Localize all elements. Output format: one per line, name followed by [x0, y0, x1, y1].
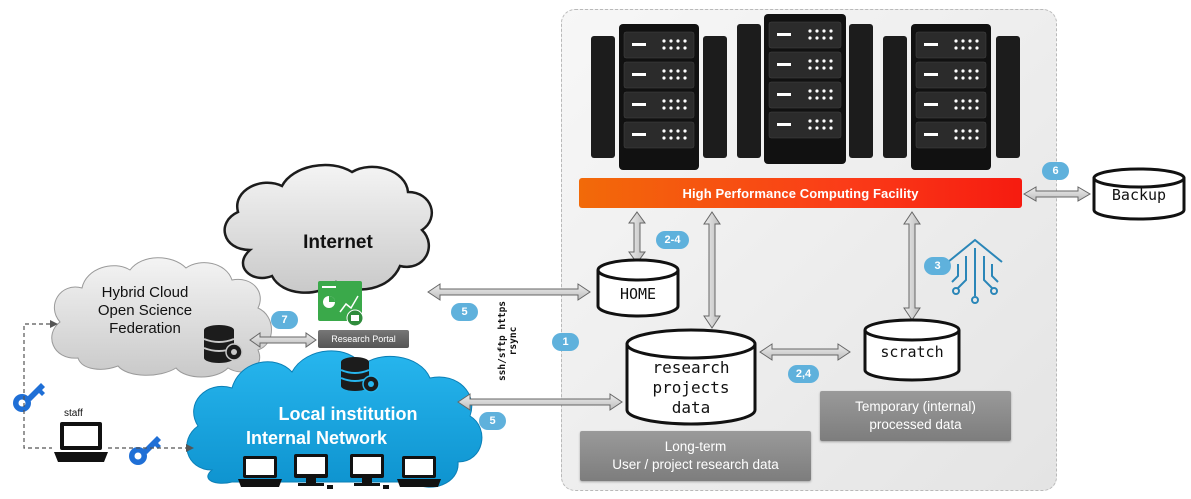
staff-label: staff: [64, 408, 83, 419]
server-rack-icon: [591, 14, 1020, 170]
desktop-icon: [350, 454, 389, 489]
scratch-storage-cylinder: [863, 318, 961, 382]
longterm-caption: Long-term User / project research data: [580, 431, 811, 481]
temporary-caption: Temporary (internal) processed data: [820, 391, 1011, 441]
database-gear-icon: [203, 325, 243, 363]
longterm-line1: Long-term: [664, 439, 727, 454]
key-icon: [13, 383, 45, 412]
laptop-icon: [238, 456, 282, 487]
internet-cloud: [223, 163, 433, 294]
home-storage-cylinder: [596, 258, 680, 318]
arrow-hpc-research: [703, 211, 721, 329]
local-network-label: Local institution Internal Network: [238, 402, 458, 450]
step-badge-2-4: 2-4: [656, 231, 689, 249]
key-icon: [129, 436, 161, 465]
arrow-internet-home: [427, 283, 591, 301]
scratch-label: scratch: [880, 343, 944, 361]
temporary-line1: Temporary (internal): [855, 399, 976, 414]
arrow-hybrid-portal: [249, 332, 317, 348]
home-label: HOME: [619, 285, 657, 303]
dashed-arrow-head: [50, 320, 58, 328]
arrow-hpc-home: [628, 211, 646, 264]
step-badge-5-top: 5: [451, 303, 478, 321]
protocols-line1: ssh/sftp https: [497, 300, 508, 382]
staff-laptop-icon: [54, 422, 108, 462]
research-label-line2: projects: [652, 378, 730, 397]
local-network-cloud: [186, 350, 483, 488]
data-pipeline-icon: [947, 238, 1003, 304]
internet-label: Internet: [303, 232, 373, 253]
local-line1: Local institution: [278, 404, 418, 424]
hybrid-line1: Hybrid Cloud: [101, 284, 189, 301]
arrow-research-scratch: [759, 343, 851, 361]
research-label-line1: research: [652, 358, 730, 377]
step-badge-1: 1: [552, 333, 579, 351]
research-storage-cylinder: [625, 328, 757, 426]
step-badge-7: 7: [271, 311, 298, 329]
dashed-connector: [23, 323, 186, 449]
dashed-arrow-head: [186, 444, 194, 452]
research-portal-button[interactable]: Research Portal: [318, 330, 409, 348]
arrow-local-research: [457, 393, 623, 411]
temporary-line2: processed data: [869, 417, 962, 432]
portal-dashboard-icon: [318, 281, 364, 327]
hybrid-cloud-label: Hybrid Cloud Open Science Federation: [70, 284, 220, 338]
hybrid-line2: Open Science: [97, 302, 193, 319]
research-label-line3: data: [671, 398, 711, 417]
local-line2: Internal Network: [246, 428, 388, 448]
backup-storage-cylinder: [1092, 167, 1186, 221]
step-badge-3: 3: [924, 257, 951, 275]
arrow-hpc-backup: [1023, 186, 1091, 202]
backup-label: Backup: [1111, 186, 1167, 204]
database-gear-icon: [340, 357, 380, 393]
hybrid-line3: Federation: [109, 320, 181, 337]
step-badge-2-4b: 2,4: [788, 365, 819, 383]
longterm-line2: User / project research data: [612, 457, 779, 472]
desktop-icon: [294, 454, 333, 489]
step-badge-6: 6: [1042, 162, 1069, 180]
hpc-facility-bar: High Performance Computing Facility: [579, 178, 1022, 208]
laptop-icon: [397, 456, 441, 487]
arrow-hpc-scratch: [903, 211, 921, 321]
protocols-line2: rsync: [508, 326, 519, 356]
step-badge-5-bottom: 5: [479, 412, 506, 430]
research-label: research projects data: [627, 358, 755, 418]
protocols-label: ssh/sftp https rsync: [497, 281, 519, 401]
